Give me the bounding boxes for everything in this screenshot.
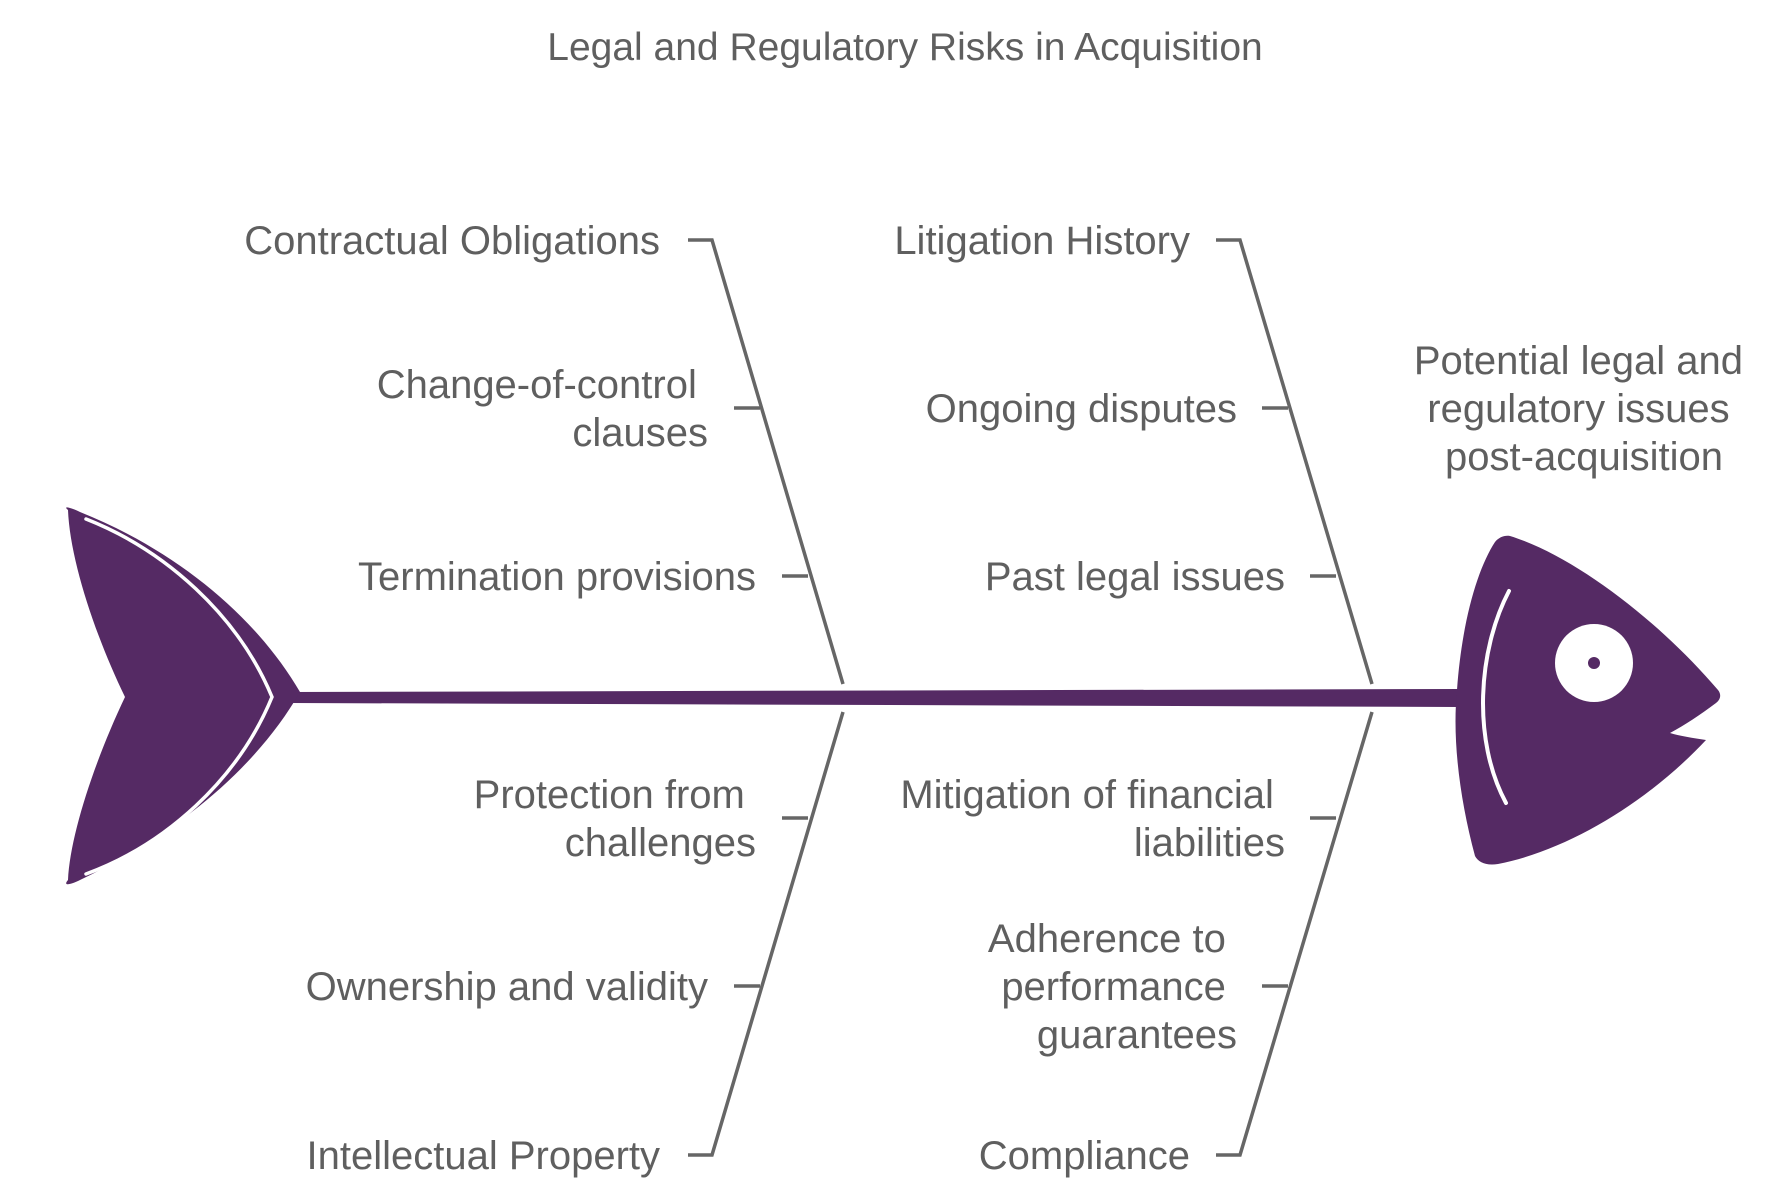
fish-spine [290,689,1460,707]
cause-label-termination-provisions: Termination provisions [358,555,756,599]
category-label-litigation-history: Litigation History [894,219,1190,263]
cause-label-mitigation-of-financial-liabilities: Mitigation of financial liabilities [900,773,1285,865]
fish-eye-icon [1555,624,1633,702]
cause-label-change-of-control: Change-of-control clauses [377,363,708,455]
bone-litigation-history [1216,238,1374,685]
category-label-compliance: Compliance [979,1134,1190,1178]
bone-intellectual-property [688,711,845,1157]
diagram-title: Legal and Regulatory Risks in Acquisitio… [547,26,1262,69]
cause-label-protection-from-challenges: Protection from challenges [474,773,756,865]
category-label-intellectual-property: Intellectual Property [306,1134,660,1178]
cause-label-past-legal-issues: Past legal issues [985,555,1285,599]
effect-label: Potential legal and regulatory issues po… [1414,339,1754,479]
cause-label-ongoing-disputes: Ongoing disputes [926,387,1237,431]
cause-label-ownership-and-validity: Ownership and validity [306,965,708,1009]
bone-contractual-obligations [688,238,845,685]
fish-head-icon [1455,535,1721,865]
cause-label-adherence-to-performance-guarantees: Adherence to performance guarantees [988,917,1237,1057]
category-label-contractual-obligations: Contractual Obligations [244,219,660,263]
bone-compliance [1216,711,1374,1157]
fish-tail-icon [66,507,300,885]
